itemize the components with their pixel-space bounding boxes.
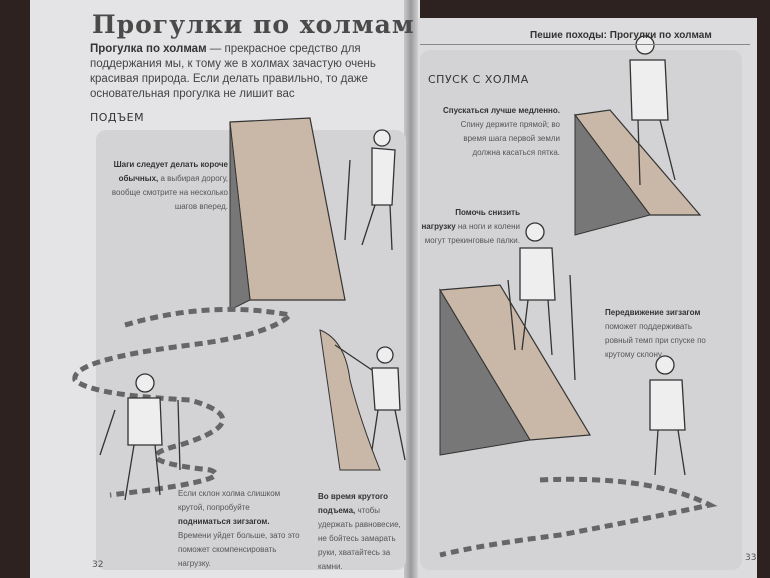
hiker-ascending <box>344 129 396 251</box>
ascent-slope-side <box>229 121 251 311</box>
hiker-zigzag-ascent <box>99 373 181 501</box>
caption-bold: Передвижение зигзагом <box>605 308 701 317</box>
section-heading-descent: СПУСК С ХОЛМА <box>428 73 529 86</box>
caption-short-steps: Шаги следует делать короче обычных, а вы… <box>100 158 228 214</box>
rock-face-illustration <box>319 329 381 471</box>
caption-trekking-poles: Помочь снизить нагрузку на ноги и колени… <box>420 206 520 248</box>
hiker-climbing-rocks <box>334 344 406 461</box>
caption-text: Спину держите прямой; во время шага перв… <box>460 120 560 157</box>
intro-line-1: — прекрасное средство для поддержания <box>90 43 361 70</box>
zigzag-path-right <box>439 476 718 558</box>
zigzag-path-left <box>72 306 296 498</box>
caption-bold: Шаги следует делать короче обычных, <box>113 160 228 183</box>
hiker-figures <box>99 35 686 501</box>
caption-text: на ноги и колени могут трекинговые палки… <box>424 222 520 245</box>
hiker-descending-top <box>629 35 676 186</box>
section-heading-ascent: ПОДЪЕМ <box>90 111 145 124</box>
descent-slope-bottom-side <box>439 288 531 456</box>
caption-bold: Во время крутого подъема, <box>318 492 388 515</box>
intro-paragraph: Прогулка по холмам — прекрасное средство… <box>90 42 408 102</box>
caption-steep-ascent: Во время крутого подъема, чтобы удержать… <box>318 490 402 574</box>
caption-text: чтобы удержать равновесие, не бойтесь за… <box>318 506 401 571</box>
caption-bold: Помочь снизить нагрузку <box>421 208 520 231</box>
header-rule <box>420 44 750 45</box>
caption-text: а выбирая дорогу, вообще смотрите на нес… <box>111 174 228 211</box>
intro-line-3: делать правильно, то даже основательная … <box>90 73 368 100</box>
caption-descend-slowly: Спускаться лучше медленно. Спину держите… <box>440 104 560 160</box>
caption-text: поможет поддерживать ровный темп при спу… <box>605 322 706 359</box>
caption-zigzag-ascent: Если склон холма слишком крутой, попробу… <box>178 487 303 571</box>
caption-bold: подниматься зигзагом. <box>178 517 270 526</box>
hiker-zigzag-descent <box>649 355 686 476</box>
page-title: Прогулки по холмам <box>92 10 415 39</box>
caption-bold: Спускаться лучше медленно. <box>443 106 560 115</box>
caption-zigzag-descent: Передвижение зигзагом поможет поддержива… <box>605 306 715 362</box>
intro-line-2: мы, к тому же в холмах зачастую очень кр… <box>90 58 376 85</box>
caption-text: Времени уйдет больше, зато это поможет с… <box>178 531 300 568</box>
running-head: Пешие походы: Прогулки по холмам <box>530 30 712 41</box>
hiker-with-poles <box>507 222 576 381</box>
book-spine <box>404 0 418 578</box>
descent-slope-top-side <box>574 113 651 236</box>
page-number-right: 33 <box>745 553 757 563</box>
page-number-left: 32 <box>92 560 104 570</box>
intro-bold: Прогулка по холмам <box>90 43 207 55</box>
caption-text: Если склон холма слишком крутой, попробу… <box>178 489 281 512</box>
